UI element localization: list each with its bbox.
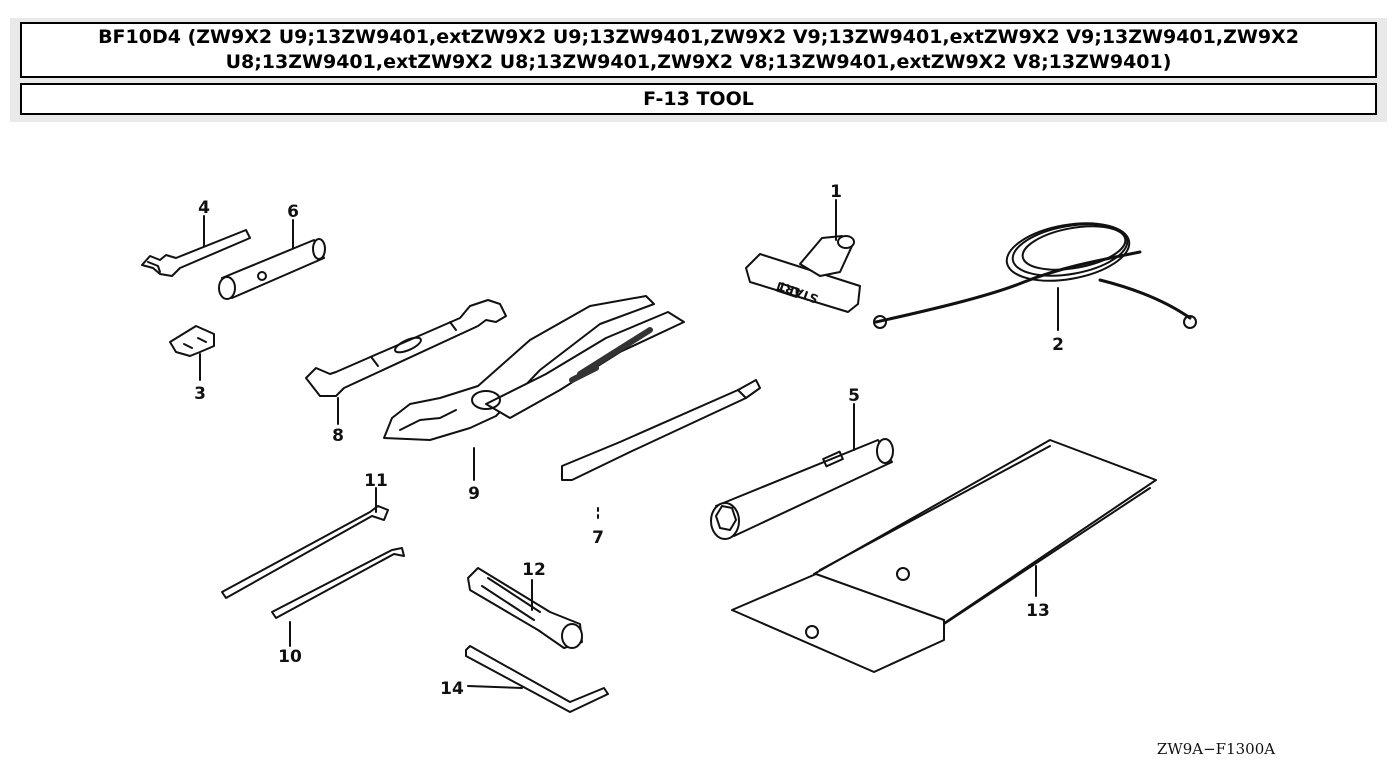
part-5-spark-plug-socket[interactable]: [710, 438, 894, 540]
callout-12: 12: [522, 560, 546, 580]
part-12-handle[interactable]: [467, 567, 583, 649]
callout-2: 2: [1052, 335, 1064, 355]
part-1-starter-handle[interactable]: [745, 235, 861, 313]
part-14-allen-key[interactable]: [465, 645, 609, 713]
part-9-pliers[interactable]: [383, 295, 685, 441]
callout-14: 14: [440, 679, 464, 699]
callout-5: 5: [848, 386, 860, 406]
part-6-socket-upper[interactable]: [218, 238, 326, 300]
leader-14: [467, 685, 523, 689]
callout-1: 1: [830, 182, 842, 202]
callout-10: 10: [278, 647, 302, 667]
part-7-bar[interactable]: [561, 379, 761, 481]
page-title: BF10D4 (ZW9X2 U9;13ZW9401,extZW9X2 U9;13…: [20, 22, 1377, 78]
part-8-double-wrench[interactable]: [305, 299, 507, 397]
part-2-rope[interactable]: [873, 215, 1197, 329]
part-3-clip[interactable]: [169, 325, 215, 357]
section-title: F-13 TOOL: [20, 83, 1377, 115]
reference-code: ZW9A−F1300A: [1157, 740, 1275, 758]
callout-6: 6: [287, 202, 299, 222]
callout-11: 11: [364, 471, 388, 491]
callout-3: 3: [194, 384, 206, 404]
callout-8: 8: [332, 426, 344, 446]
part-11-screwdriver[interactable]: [221, 505, 389, 599]
callout-13: 13: [1026, 601, 1050, 621]
callout-7: 7: [592, 528, 604, 548]
part-4-wrench[interactable]: [141, 229, 251, 277]
part-10-screwdriver[interactable]: [271, 547, 405, 619]
part-13-tool-bag[interactable]: [731, 439, 1157, 673]
callout-4: 4: [198, 198, 210, 218]
callout-9: 9: [468, 484, 480, 504]
